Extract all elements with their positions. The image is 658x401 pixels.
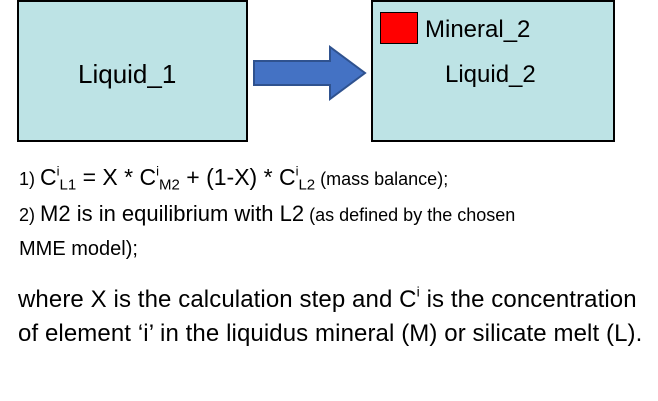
element-superscript: i [295, 163, 299, 179]
concentration-symbol: C [278, 164, 296, 190]
equation-line-2: 2) M2 is in equilibrium with L2 (as defi… [19, 203, 515, 225]
equation-note-continued: MME model); [19, 238, 138, 260]
note-text: where X is the calculation step and C [18, 286, 417, 313]
element-superscript: i [56, 163, 60, 179]
concentration-symbol: C [139, 164, 157, 190]
phase-subscript: L1 [59, 176, 77, 194]
concentration-symbol: C [40, 164, 57, 190]
liquid-2-label: Liquid_2 [445, 61, 536, 88]
equation-line-3: MME model); [19, 239, 138, 259]
explanation-note: where X is the calculation step and Ci i… [18, 283, 648, 351]
line-number: 1) [19, 169, 41, 189]
equilibrium-statement: M2 is in equilibrium with L2 [40, 201, 305, 226]
note-text-continued: is the concentration of element ‘i’ in t… [18, 286, 643, 347]
mineral-2-square [380, 12, 418, 44]
element-superscript: i [156, 163, 160, 179]
equation-operator: = X * [76, 164, 140, 190]
note-superscript: i [416, 283, 420, 300]
process-arrow [253, 45, 367, 101]
liquid-2-box: Mineral_2 Liquid_2 [371, 0, 615, 142]
phase-subscript: L2 [298, 176, 316, 194]
equation-operator: + (1-X) * [179, 164, 279, 190]
mineral-2-label: Mineral_2 [425, 16, 531, 43]
liquid-1-label: Liquid_1 [78, 59, 177, 89]
line-number: 2) [19, 205, 41, 225]
equation-note: (as defined by the chosen [304, 205, 516, 225]
equation-note: (mass balance); [315, 169, 449, 189]
phase-subscript: M2 [159, 176, 180, 194]
arrow-shape [253, 45, 367, 101]
liquid-1-box: Liquid_1 [17, 0, 248, 142]
equation-line-1: 1) CiL1 = X * CiM2 + (1-X) * CiL2 (mass … [19, 163, 449, 192]
